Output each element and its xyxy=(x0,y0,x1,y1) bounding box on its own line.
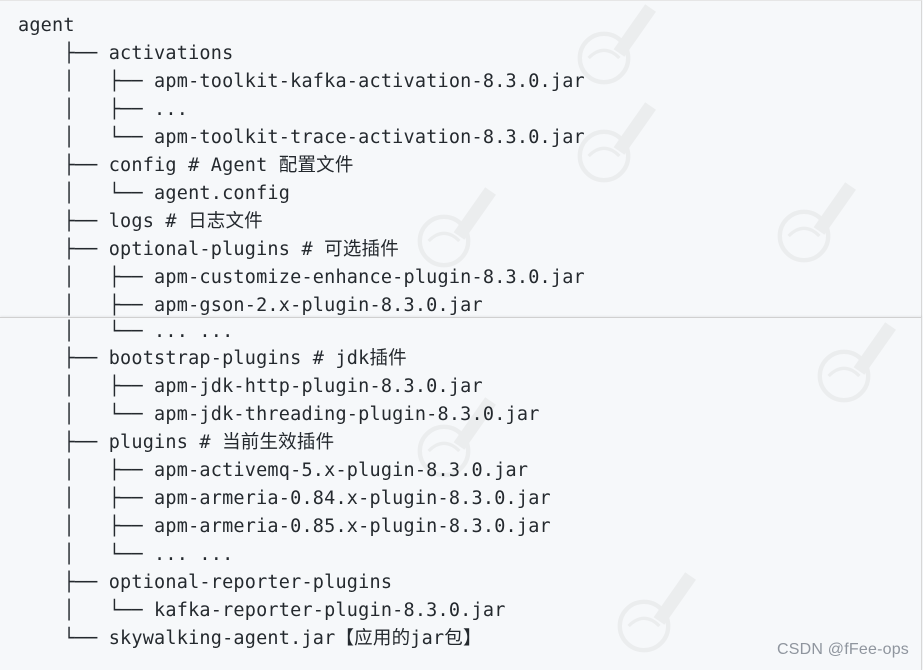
tree-line: │ ├── apm-gson-2.x-plugin-8.3.0.jar xyxy=(18,295,483,316)
tree-line: │ ├── apm-jdk-http-plugin-8.3.0.jar xyxy=(18,376,483,397)
tree-line: │ └── kafka-reporter-plugin-8.3.0.jar xyxy=(18,600,506,621)
tree-line: │ └── ... ... xyxy=(18,544,234,565)
code-panel-bottom xyxy=(0,317,922,670)
tree-line: ├── activations xyxy=(18,43,234,64)
tree-line-root: agent xyxy=(18,15,75,36)
tree-line: │ └── apm-toolkit-trace-activation-8.3.0… xyxy=(18,127,585,148)
tree-line: ├── logs # 日志文件 xyxy=(18,211,263,232)
csdn-attribution: CSDN @fFee-ops xyxy=(777,641,909,658)
tree-line: │ ├── apm-armeria-0.84.x-plugin-8.3.0.ja… xyxy=(18,488,551,509)
code-panel-top xyxy=(0,0,922,319)
tree-line: │ ├── ... xyxy=(18,99,189,120)
tree-line: ├── bootstrap-plugins # jdk插件 xyxy=(18,348,407,369)
tree-line: │ ├── apm-armeria-0.85.x-plugin-8.3.0.ja… xyxy=(18,516,551,537)
tree-line: │ ├── apm-customize-enhance-plugin-8.3.0… xyxy=(18,267,585,288)
tree-line: │ └── agent.config xyxy=(18,183,291,204)
tree-line: │ ├── apm-activemq-5.x-plugin-8.3.0.jar xyxy=(18,460,529,481)
tree-line: │ └── apm-jdk-threading-plugin-8.3.0.jar xyxy=(18,404,540,425)
tree-line: ├── optional-plugins # 可选插件 xyxy=(18,239,399,260)
tree-line: │ └── ... ... xyxy=(18,321,234,342)
tree-line: └── skywalking-agent.jar【应用的jar包】 xyxy=(18,628,482,649)
tree-line: ├── config # Agent 配置文件 xyxy=(18,155,354,176)
tree-line: │ ├── apm-toolkit-kafka-activation-8.3.0… xyxy=(18,71,585,92)
tree-line: ├── plugins # 当前生效插件 xyxy=(18,432,335,453)
tree-line: ├── optional-reporter-plugins xyxy=(18,572,393,593)
